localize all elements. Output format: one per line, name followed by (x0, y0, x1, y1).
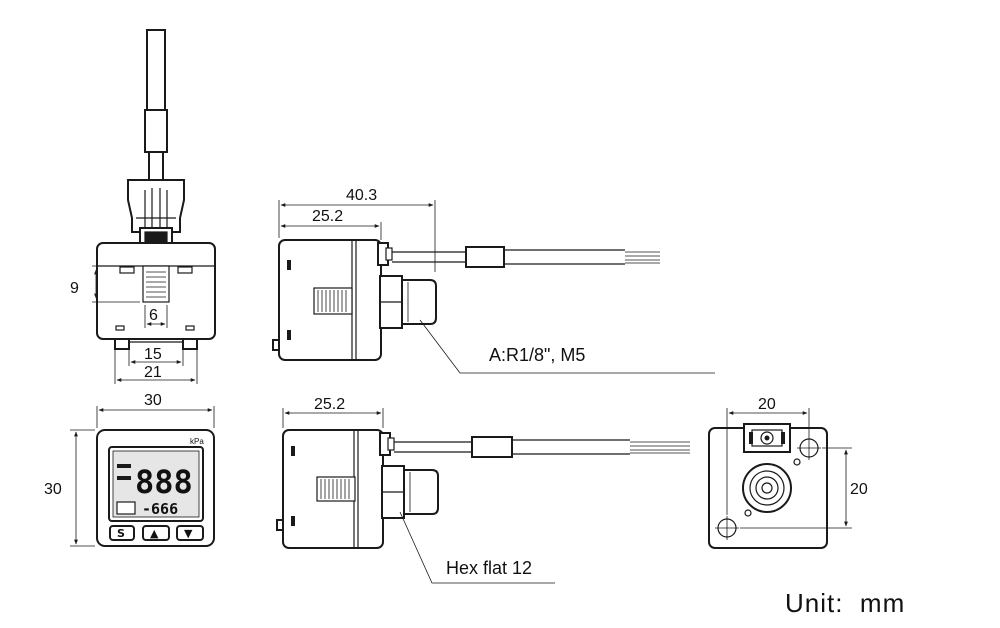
dim-back-hole-height: 20 (850, 481, 868, 498)
down-button[interactable]: ▼ (176, 525, 204, 541)
down-arrow-icon: ▼ (184, 527, 193, 540)
display-main-readout: 888 (135, 463, 193, 501)
set-button-label: S (117, 527, 125, 540)
dim-front-top-height: 9 (70, 280, 79, 297)
dim-back-hole-width: 20 (758, 396, 776, 413)
up-arrow-icon: ▲ (150, 527, 159, 540)
front-display-view: kPa 888 -666 S ▲ ▼ 30 30 (44, 392, 215, 547)
up-button[interactable]: ▲ (142, 525, 170, 541)
dim-front-top-inner: 6 (149, 307, 158, 324)
dim-front-width: 30 (144, 392, 162, 409)
dim-side-top-body: 25.2 (312, 208, 343, 225)
dim-front-top-mount: 15 (144, 346, 162, 363)
dim-side-top-overall: 40.3 (346, 187, 377, 204)
side-top-view: 40.3 25.2 A:R1/8", M5 (272, 187, 715, 374)
dim-front-top-width: 21 (144, 364, 162, 381)
callout-hex-flat: Hex flat 12 (446, 558, 532, 578)
display-unit-label: kPa (190, 437, 204, 446)
unit-note: Unit: mm (785, 588, 905, 618)
back-view: 20 20 (708, 396, 868, 549)
callout-port-thread: A:R1/8", M5 (489, 345, 585, 365)
display-sub-readout: -666 (142, 500, 178, 518)
set-button[interactable]: S (109, 525, 135, 541)
top-front-view: 9 6 15 21 (70, 29, 216, 384)
dim-front-height: 30 (44, 481, 62, 498)
side-bottom-view: 25.2 Hex flat 12 (276, 396, 690, 584)
dim-side-bottom-body: 25.2 (314, 396, 345, 413)
